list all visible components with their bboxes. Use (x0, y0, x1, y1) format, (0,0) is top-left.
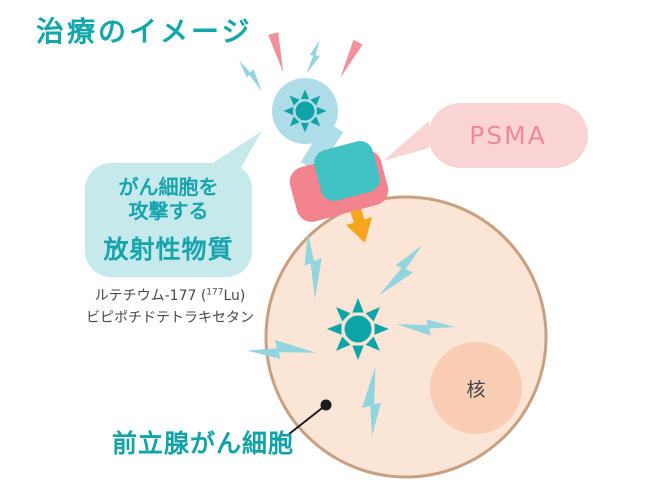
drug-caption-line1: ルテチウム-177 (177Lu) (94, 287, 246, 304)
attack-bubble-line3: 放射性物質 (103, 234, 234, 264)
attack-bubble-line1: がん細胞を (118, 174, 219, 199)
radiation-burst-icon (327, 298, 389, 360)
ligand-binding-block (314, 141, 380, 201)
radioligand-molecule (272, 78, 389, 222)
psma-bubble: PSMA (428, 103, 588, 168)
psma-label: PSMA (469, 121, 547, 150)
emphasis-ray-icon (268, 32, 288, 74)
cell-label: 前立腺がん細胞 (112, 429, 295, 458)
emphasis-ray-icon (335, 39, 363, 81)
leader-line (288, 404, 327, 435)
radiation-burst-icon (283, 89, 327, 133)
drug-caption: ルテチウム-177 (177Lu) ビピポチドテトラキセタン (58, 286, 282, 329)
pointer-dot (320, 399, 332, 411)
lightning-bolt-icon (306, 38, 322, 76)
lightning-bolt-icon (232, 58, 270, 92)
page-title: 治療のイメージ (36, 15, 253, 48)
drug-caption-line2: ビピポチドテトラキセタン (86, 309, 254, 326)
attack-bubble: がん細胞を 攻撃する 放射性物質 (85, 163, 252, 277)
nucleus-label: 核 (466, 379, 486, 401)
psma-bubble-tail (383, 121, 429, 161)
molecule-stem (300, 121, 344, 173)
attack-bubble-line2: 攻撃する (128, 198, 209, 223)
cell-nucleus (430, 342, 522, 434)
